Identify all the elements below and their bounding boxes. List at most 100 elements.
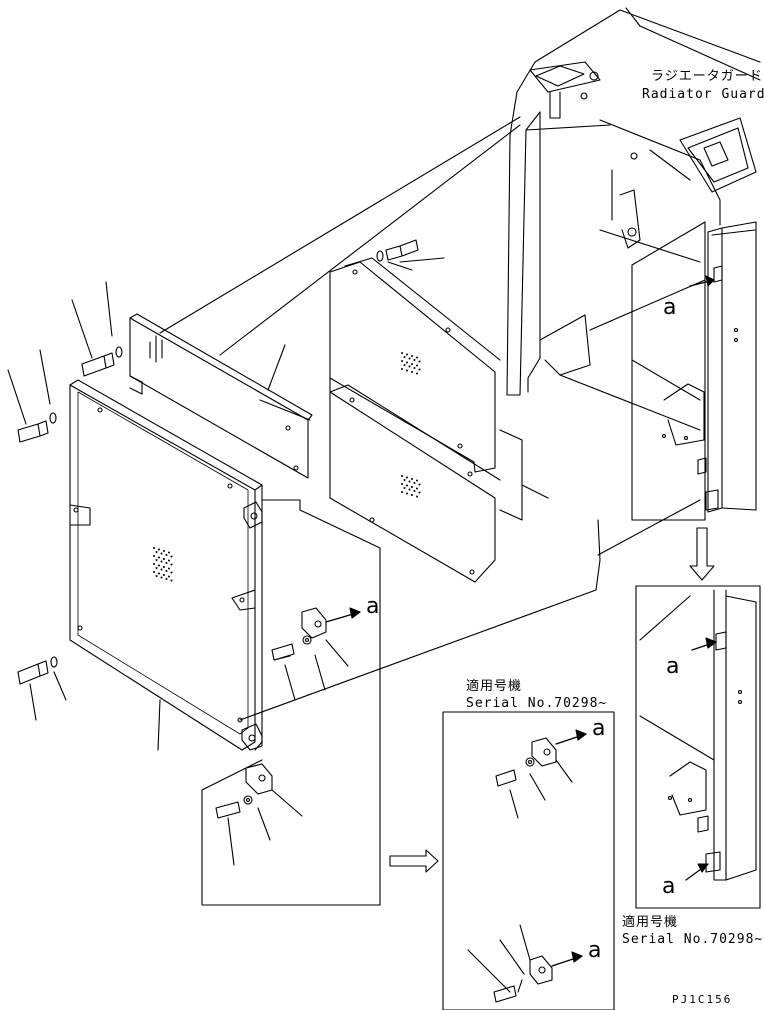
mesh-dot xyxy=(170,579,173,582)
mesh-dot xyxy=(401,475,403,477)
mesh-dot xyxy=(418,483,421,486)
mesh-dot xyxy=(413,482,416,484)
panel-hinges xyxy=(241,501,263,751)
mesh-dot xyxy=(403,364,406,366)
mesh-dot xyxy=(416,495,418,498)
applicable-label-center: 適用号機 xyxy=(466,679,523,694)
mesh-dot xyxy=(163,558,165,560)
detail-outline-hinge xyxy=(201,499,381,906)
mesh-dot xyxy=(165,554,168,556)
mesh-dot xyxy=(153,563,155,565)
mesh-dot xyxy=(168,559,170,562)
mesh-dot xyxy=(406,361,408,364)
callout-a-upper-box: a xyxy=(663,295,677,320)
mesh-dot xyxy=(406,353,408,356)
leader-lines xyxy=(159,116,701,721)
mesh-dot xyxy=(416,356,418,359)
mesh-dot xyxy=(401,491,403,493)
mesh-dot xyxy=(168,567,170,570)
mesh-dots xyxy=(153,352,421,582)
mesh-dot xyxy=(416,364,418,367)
mesh-dot xyxy=(418,368,421,371)
mesh-dot xyxy=(153,571,155,573)
mesh-dot xyxy=(406,492,408,495)
mesh-dot xyxy=(155,551,158,553)
middle-panels xyxy=(329,257,549,583)
mesh-dot xyxy=(153,555,155,557)
left-bolts xyxy=(7,239,445,721)
title-japanese: ラジエータガード xyxy=(651,69,763,84)
mesh-dot xyxy=(158,572,160,575)
mesh-dot xyxy=(401,352,403,354)
mesh-dot xyxy=(413,490,416,492)
transition-arrows xyxy=(389,527,715,873)
mesh-dot xyxy=(153,547,155,549)
detail-box-serial-center xyxy=(442,711,615,1010)
mesh-dot xyxy=(401,483,403,485)
mesh-dot xyxy=(406,369,408,372)
mesh-dot xyxy=(160,576,163,579)
mesh-dot xyxy=(406,476,408,479)
mesh-dot xyxy=(170,571,173,574)
mesh-dot xyxy=(160,568,163,571)
mesh-dot xyxy=(418,491,421,494)
mesh-dot xyxy=(411,355,413,357)
radiator-frame xyxy=(506,7,761,431)
mesh-dot xyxy=(411,494,413,496)
mesh-dot xyxy=(168,575,170,578)
mesh-dot xyxy=(170,563,173,566)
mesh-dot xyxy=(408,480,411,483)
mesh-dot xyxy=(158,556,160,559)
mesh-dot xyxy=(408,357,411,360)
mesh-dot xyxy=(416,487,418,490)
mesh-dot xyxy=(401,360,403,362)
mesh-dot xyxy=(163,574,165,576)
mesh-dot xyxy=(403,487,406,489)
drawing-code: PJ1C156 xyxy=(672,993,733,1006)
mesh-dot xyxy=(413,359,416,361)
mesh-dot xyxy=(160,552,163,555)
applicable-label-right: 適用号機 xyxy=(622,915,679,930)
mesh-dot xyxy=(416,479,418,482)
mesh-dot xyxy=(160,560,163,563)
mesh-dot xyxy=(168,551,170,554)
mesh-dot xyxy=(170,555,173,558)
detail-box-serial-right xyxy=(635,585,761,909)
mesh-dot xyxy=(408,488,411,491)
mesh-dot xyxy=(165,562,168,564)
callout-a-hinge: a xyxy=(366,594,380,619)
mesh-dot xyxy=(401,368,403,370)
mesh-dot xyxy=(158,548,160,551)
mesh-dot xyxy=(411,486,413,488)
mesh-dot xyxy=(411,363,413,365)
mesh-dot xyxy=(163,550,165,552)
mesh-dot xyxy=(163,566,165,568)
mesh-dot xyxy=(408,365,411,368)
mesh-dot xyxy=(418,360,421,363)
mesh-dot xyxy=(155,567,158,569)
mesh-dot xyxy=(406,484,408,487)
mesh-dot xyxy=(165,578,168,580)
mesh-dot xyxy=(411,371,413,373)
mesh-dot xyxy=(165,570,168,572)
title-english: Radiator Guard xyxy=(642,87,764,102)
mesh-dot xyxy=(155,575,158,577)
detail-box-a-upper xyxy=(631,221,757,521)
callout-a-right-box-top: a xyxy=(666,654,680,679)
callout-a-right-box-bottom: a xyxy=(662,874,676,899)
callout-a-center-box-top: a xyxy=(592,716,606,741)
hinge-detail-center xyxy=(271,607,361,701)
mesh-dot xyxy=(158,564,160,567)
hinge-detail-bottom xyxy=(215,763,303,866)
mesh-dot xyxy=(155,559,158,561)
mesh-dot xyxy=(403,356,406,358)
mesh-dot xyxy=(403,479,406,481)
top-plate xyxy=(129,313,313,479)
mesh-dot xyxy=(416,372,418,375)
serial-label-right: Serial No.70298~ xyxy=(622,932,764,947)
callout-a-center-box-bottom: a xyxy=(588,938,602,963)
serial-label-center: Serial No.70298~ xyxy=(466,696,608,711)
mesh-dot xyxy=(411,478,413,480)
